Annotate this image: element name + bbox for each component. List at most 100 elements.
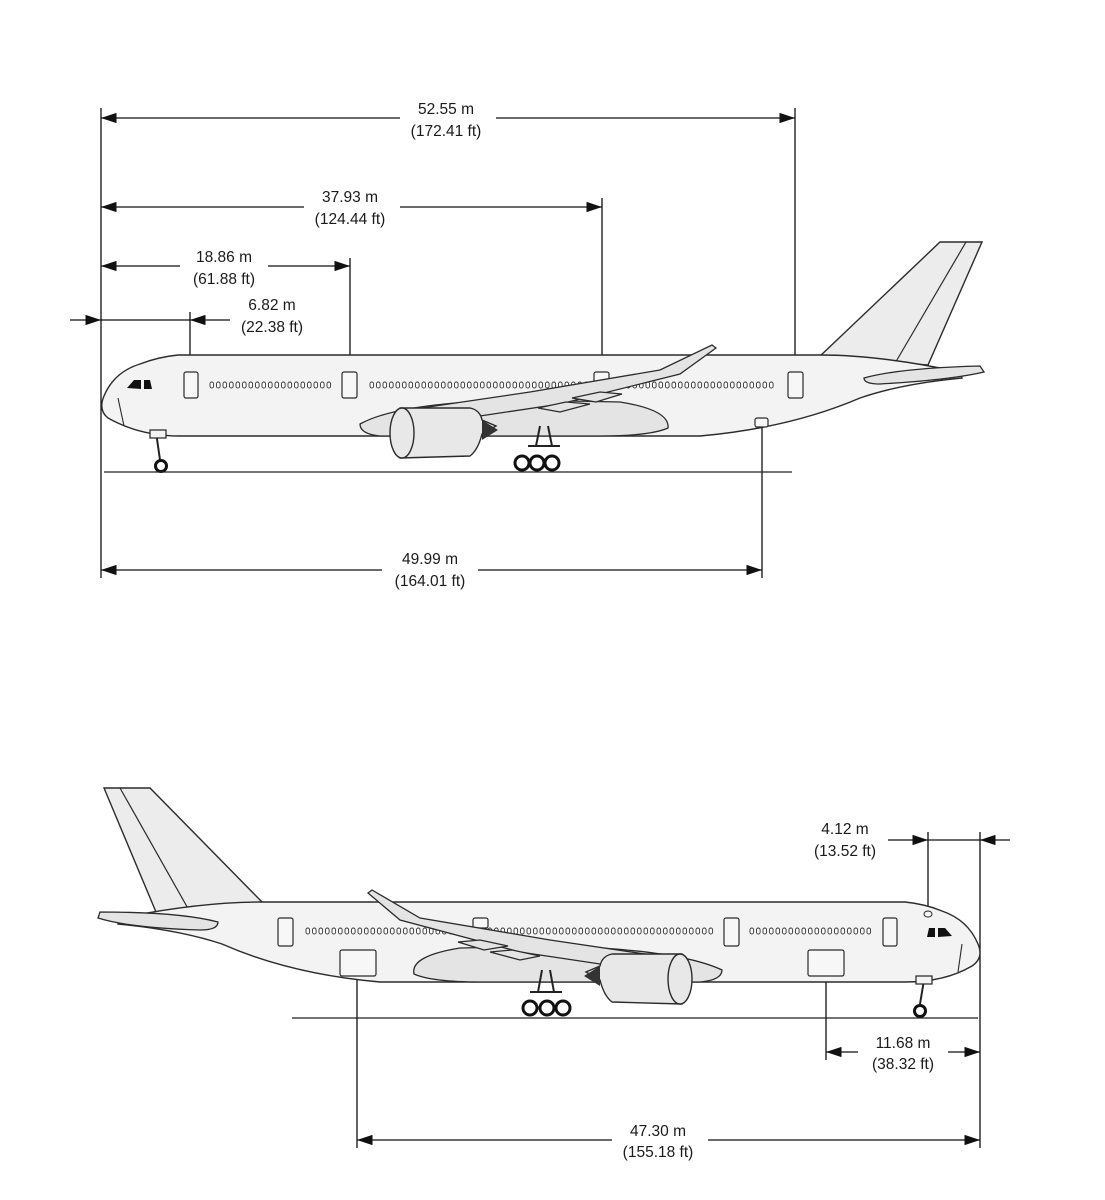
cabin-window (460, 381, 466, 389)
nose-line (117, 397, 125, 427)
cabin-window (704, 381, 709, 389)
cabin-window (248, 381, 254, 389)
cabin-window (749, 381, 755, 389)
cabin-window (383, 927, 389, 935)
door-3 (472, 917, 489, 929)
fwd-cargo-position-imperial: (38.32 ft) (872, 1056, 934, 1073)
right-side-view: 4.12 m (13.52 ft) 11.68 m (38.32 ft) 47.… (97, 787, 1010, 1162)
nose-landing-gear (913, 975, 933, 1018)
aft-hatch-position-imperial: (164.01 ft) (395, 573, 466, 590)
cabin-window (630, 927, 636, 935)
cabin-window (788, 927, 794, 935)
flap-track (457, 939, 509, 951)
cabin-window (533, 927, 538, 935)
main-landing-gear (521, 969, 572, 1017)
cabin-window (834, 927, 839, 935)
cabin-window (669, 927, 675, 935)
cabin-window (578, 927, 584, 935)
cabin-window (637, 927, 642, 935)
cockpit-position-imperial: (13.52 ft) (814, 843, 876, 860)
cabin-window (801, 927, 807, 935)
cabin-window (370, 927, 376, 935)
cabin-window (357, 927, 363, 935)
cabin-window (268, 381, 273, 389)
door3-position-imperial: (124.44 ft) (315, 211, 386, 228)
cabin-window (808, 927, 813, 935)
cabin-window (671, 381, 677, 389)
cabin-window (658, 381, 664, 389)
cockpit-position-metric: 4.12 m (821, 821, 868, 838)
cabin-window (409, 927, 415, 935)
cabin-window (416, 927, 421, 935)
cabin-window (565, 927, 571, 935)
fwd-cargo-position-metric: 11.68 m (876, 1035, 931, 1052)
left-side-view: 52.55 m (172.41 ft) 37.93 m (124.44 ft) … (70, 100, 986, 592)
cabin-window (506, 381, 511, 389)
rudder-line (119, 787, 191, 913)
cockpit-marker (923, 910, 933, 918)
cockpit-window (938, 928, 952, 937)
cabin-window (344, 927, 350, 935)
door2-position-metric: 18.86 m (196, 249, 252, 266)
cabin-window (519, 381, 524, 389)
door-1 (183, 371, 199, 399)
cabin-window (428, 381, 433, 389)
cabin-window (546, 927, 551, 935)
cabin-window (710, 381, 716, 389)
cabin-window (572, 927, 577, 935)
cabin-window (749, 927, 755, 935)
cabin-window (209, 381, 215, 389)
cabin-window (691, 381, 696, 389)
fwd-cargo-door (807, 949, 845, 977)
cabin-window (390, 927, 395, 935)
cabin-window (320, 381, 325, 389)
cabin-window (617, 927, 623, 935)
cabin-window (559, 927, 564, 935)
cabin-window (717, 381, 722, 389)
door1-position-metric: 6.82 m (248, 297, 295, 314)
cabin-window (313, 381, 319, 389)
cabin-window (255, 381, 260, 389)
cabin-window (364, 927, 369, 935)
door-2 (341, 371, 358, 399)
cabin-window (538, 381, 544, 389)
cabin-window (762, 381, 768, 389)
cabin-window (545, 381, 550, 389)
flap-track (537, 401, 591, 413)
cabin-window (525, 381, 531, 389)
cabin-window (229, 381, 234, 389)
cabin-window (697, 381, 703, 389)
cabin-window (513, 927, 519, 935)
cabin-window (695, 927, 701, 935)
cabin-window (650, 927, 655, 935)
cabin-window (408, 381, 414, 389)
cabin-window (611, 927, 616, 935)
cabin-window (369, 381, 375, 389)
cabin-window (585, 927, 590, 935)
engine (584, 953, 693, 1005)
window-row-fwd (209, 381, 332, 389)
label-backing (400, 100, 496, 142)
cabin-window (702, 927, 707, 935)
cockpit-window (144, 380, 152, 389)
main-landing-gear (513, 425, 561, 472)
aft-cargo-position-imperial: (155.18 ft) (623, 1144, 694, 1161)
cabin-window (447, 381, 453, 389)
cabin-window (382, 381, 388, 389)
door-4 (787, 371, 804, 399)
door-2 (723, 917, 740, 947)
cabin-window (216, 381, 221, 389)
cabin-window (656, 927, 662, 935)
cabin-window (827, 927, 833, 935)
door1-position-imperial: (22.38 ft) (241, 319, 303, 336)
cabin-window (402, 381, 407, 389)
overall-length-imperial: (172.41 ft) (411, 123, 482, 140)
cabin-window (775, 927, 781, 935)
cabin-window (769, 927, 774, 935)
cabin-window (736, 381, 742, 389)
door2-position-imperial: (61.88 ft) (193, 271, 255, 288)
cabin-window (539, 927, 545, 935)
aft-cargo-position-metric: 47.30 m (630, 1123, 686, 1140)
cabin-window (652, 381, 657, 389)
